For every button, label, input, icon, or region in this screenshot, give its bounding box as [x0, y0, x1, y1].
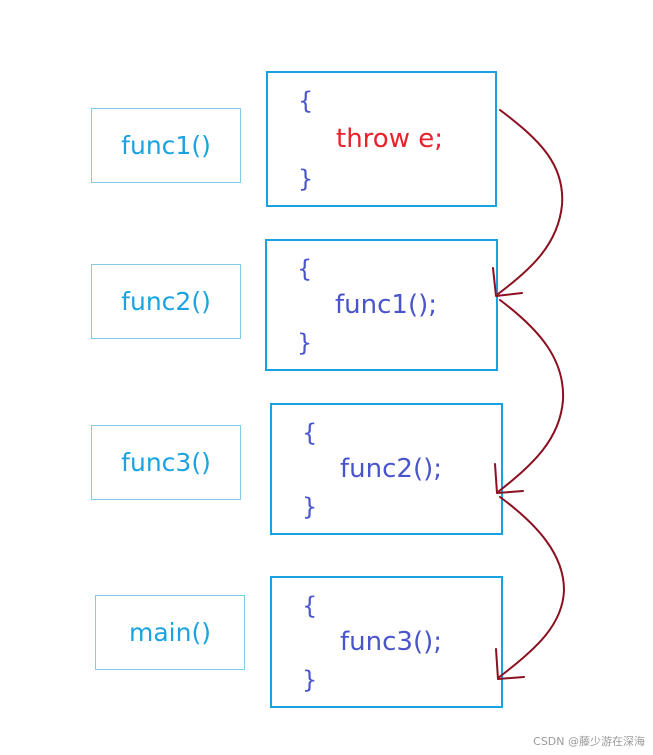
close-brace: }	[297, 329, 313, 357]
stack-label-func3: func3()	[91, 425, 241, 500]
watermark: CSDN @藤少游在深海	[533, 735, 645, 748]
arrow-head-3	[495, 648, 525, 680]
propagation-arrow-3	[497, 496, 565, 679]
stack-label-text: func1()	[121, 131, 211, 160]
stack-label-func2: func2()	[91, 264, 241, 339]
open-brace: {	[302, 419, 318, 447]
stack-label-main: main()	[95, 595, 245, 670]
stack-label-text: func3()	[121, 448, 211, 477]
call-statement: func3();	[340, 627, 442, 657]
code-block-func2: { func1(); }	[265, 239, 498, 371]
stack-label-func1: func1()	[91, 108, 241, 183]
throw-statement: throw e;	[336, 124, 443, 154]
code-block-main: { func3(); }	[270, 576, 503, 708]
open-brace: {	[302, 592, 318, 620]
propagation-arrow-1	[497, 109, 564, 295]
close-brace: }	[298, 165, 314, 193]
arrow-head-2	[494, 463, 524, 494]
open-brace: {	[297, 255, 313, 283]
close-brace: }	[302, 666, 318, 694]
stack-label-text: func2()	[121, 287, 211, 316]
call-statement: func2();	[340, 454, 442, 484]
propagation-arrow-2	[497, 299, 565, 493]
arrow-head-1	[492, 267, 523, 297]
call-statement: func1();	[335, 290, 437, 320]
close-brace: }	[302, 493, 318, 521]
stack-label-text: main()	[129, 618, 211, 647]
open-brace: {	[298, 87, 314, 115]
code-block-func1: { throw e; }	[266, 71, 497, 207]
code-block-func3: { func2(); }	[270, 403, 503, 535]
